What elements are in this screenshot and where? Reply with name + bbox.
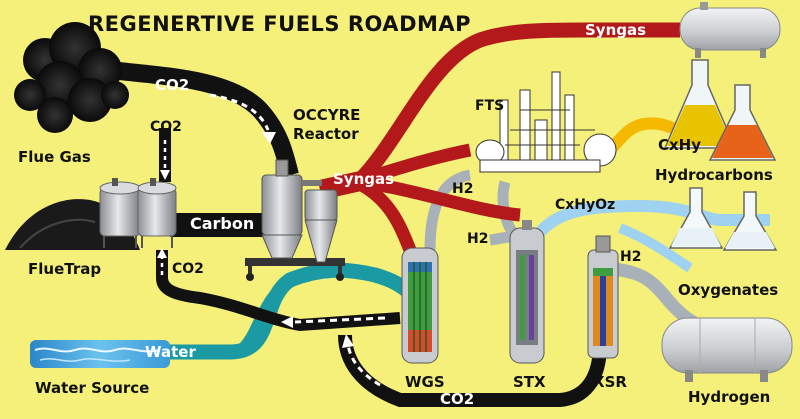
syngas-top-path [354, 22, 680, 186]
co2-top-arrowhead [262, 132, 276, 144]
hydrocarbons-label: Hydrocarbons [655, 166, 773, 184]
xsr-label: XSR [593, 373, 627, 391]
co2-bottom-arrowhead [342, 334, 354, 348]
fluetrap-tanks-icon [99, 178, 177, 248]
co2-flue-arrowhead [160, 170, 170, 180]
syngas-fts-path [358, 143, 472, 187]
flue-gas-smoke-icon [14, 22, 129, 133]
oxygenates-label: Oxygenates [678, 281, 779, 299]
co2-bottom-label: CO2 [440, 390, 475, 408]
water-branch-path [235, 285, 285, 358]
oxygenate-flasks-icon [668, 187, 778, 251]
wgs-label: WGS [405, 373, 445, 391]
cxhyoz-label: CxHyOz [555, 197, 616, 213]
diagram-title: REGENERTIVE FUELS ROADMAP [88, 12, 472, 36]
stx-reactor-icon [509, 220, 545, 364]
co2-top-path [108, 61, 299, 178]
water-path [30, 262, 420, 360]
syngas-tank-icon [679, 2, 781, 58]
fts-label: FTS [475, 98, 505, 114]
reactor-type-label: Reactor [293, 125, 359, 143]
h2-xsr-label: H2 [620, 249, 642, 265]
syngas-reactor-label: Syngas [333, 170, 395, 188]
syngas-stx-path [359, 175, 521, 222]
syngas-top-label: Syngas [585, 21, 647, 39]
cxhyoz-path [535, 199, 770, 237]
carbon-label: Carbon [190, 214, 255, 233]
co2-top-label: CO2 [155, 76, 190, 94]
co2-flue-label: CO2 [150, 119, 182, 135]
hydrocarbon-flasks-icon [663, 59, 777, 161]
hydrogen-tank-icon [661, 317, 793, 382]
co2-trap-arrowhead [157, 248, 167, 258]
fts-refinery-icon [475, 71, 617, 173]
occyre-reactor-icon [245, 159, 345, 281]
co2-return-arrow [294, 316, 386, 324]
xsr-reactor-icon [587, 235, 619, 359]
co2-bottom-arrow [346, 344, 381, 387]
cxhy-label: CxHy [658, 136, 702, 154]
co2-return-arrowhead [281, 316, 293, 328]
h2-wgs-label: H2 [452, 181, 474, 197]
wgs-reactor-icon [401, 247, 439, 364]
co2-bottom-path [338, 334, 607, 407]
water-label: Water [145, 343, 196, 361]
co2-trap-label: CO2 [172, 261, 204, 277]
hydrogen-label: Hydrogen [688, 388, 771, 406]
cxhyoz-lower-path [618, 223, 693, 273]
flue-gas-label: Flue Gas [18, 148, 91, 166]
syngas-reactor-path [317, 170, 368, 200]
reactor-name-label: OCCYRE [293, 106, 361, 124]
h2-stx-label: H2 [467, 231, 489, 247]
water-source-icon [30, 340, 170, 368]
fluetrap-label: FlueTrap [28, 260, 102, 278]
water-source-label: Water Source [35, 379, 150, 397]
stx-label: STX [513, 373, 546, 391]
syngas-wgs-path [356, 178, 417, 253]
co2-trap-path [156, 250, 401, 332]
